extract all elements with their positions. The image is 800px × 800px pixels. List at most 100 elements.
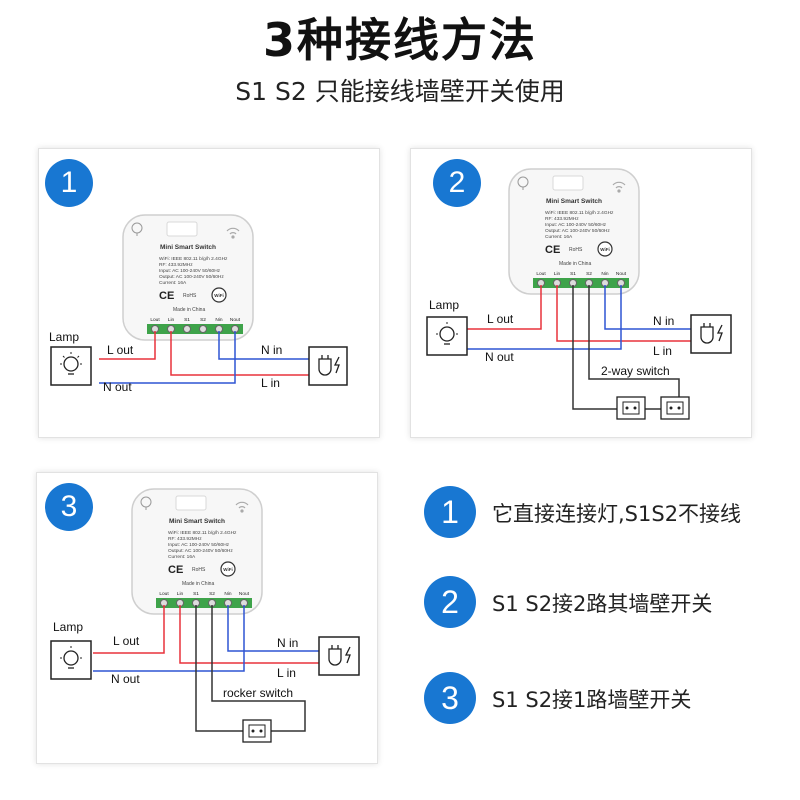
switch-label: 2-way switch xyxy=(601,364,670,378)
terminal-label-nout: Nout xyxy=(616,271,627,277)
rohs-mark: RoHS xyxy=(192,567,206,573)
wire-n-out xyxy=(467,285,622,350)
terminal-label-nout: Nout xyxy=(230,317,241,323)
wire-n-out xyxy=(93,605,245,672)
l-in-label: L in xyxy=(277,666,296,680)
wifi-badge-icon xyxy=(597,241,613,257)
lamp-icon xyxy=(50,346,92,386)
terminal-label-s2: S2 xyxy=(209,591,215,597)
rocker-switch-icon xyxy=(242,719,272,743)
spec-line-3: Input: AC 100-240V 50/60Hz xyxy=(545,222,607,228)
wifi-badge-label: WiFi xyxy=(600,247,609,252)
terminal-label-lout: Lout xyxy=(150,317,160,323)
spec-line-5: Current: 16A xyxy=(168,554,196,560)
page-subtitle: S1 S2 只能接线墙壁开关使用 xyxy=(235,77,565,106)
bulb-small-icon xyxy=(131,222,143,236)
diagram-number-badge: 1 xyxy=(45,159,93,207)
wire-s1 xyxy=(195,605,243,732)
wire-s2 xyxy=(211,605,306,732)
ce-mark: CE xyxy=(168,564,183,576)
wifi-signal-icon xyxy=(612,181,626,193)
rohs-mark: RoHS xyxy=(569,247,583,253)
legend-number-badge: 2 xyxy=(424,576,476,628)
spec-line-1: WiFi: IEEE 802.11 b/g/h 2.4GHz xyxy=(545,210,614,216)
terminal-label-s2: S2 xyxy=(586,271,592,277)
wire-l-out xyxy=(467,285,542,330)
wiring-diagram-3: Mini Smart Switch WiFi: IEEE 802.11 b/g/… xyxy=(36,472,378,764)
legend-text: 它直接连接灯,S1S2不接线 xyxy=(492,502,742,526)
spec-line-1: WiFi: IEEE 802.11 b/g/h 2.4GHz xyxy=(159,256,228,262)
device-name: Mini Smart Switch xyxy=(160,244,216,251)
spec-line-2: RF: 433.92MHz xyxy=(159,262,193,268)
terminal-label-lin: Lin xyxy=(168,317,175,323)
wiring-svg-3: Mini Smart Switch WiFi: IEEE 802.11 b/g/… xyxy=(50,488,360,743)
wifi-badge-icon xyxy=(211,287,227,303)
power-plug-icon xyxy=(308,346,348,386)
lamp-icon xyxy=(426,316,468,356)
bulb-small-icon xyxy=(140,496,152,510)
wire-l-out xyxy=(99,331,156,360)
lamp-label: Lamp xyxy=(429,298,459,312)
wire-l-out xyxy=(93,605,165,654)
l-in-label: L in xyxy=(653,344,672,358)
n-in-label: N in xyxy=(277,636,298,650)
spec-line-3: Input: AC 100-240V 50/60Hz xyxy=(168,542,230,548)
spec-line-2: RF: 433.92MHz xyxy=(168,536,202,542)
l-out-label: L out xyxy=(113,634,140,648)
wires xyxy=(467,285,691,410)
wire-n-in xyxy=(604,285,691,330)
made-in: Made in China xyxy=(182,581,214,587)
wifi-badge-icon xyxy=(220,561,236,577)
wiring-diagram-2: Mini Smart Switch WiFi: IEEE 802.11 b/g/… xyxy=(410,148,752,438)
l-out-label: L out xyxy=(487,312,514,326)
smart-switch-module: Mini Smart Switch WiFi: IEEE 802.11 b/g/… xyxy=(122,214,254,341)
device-name: Mini Smart Switch xyxy=(169,518,225,525)
wifi-badge-label: WiFi xyxy=(214,293,223,298)
legend-text: S1 S2接2路其墙壁开关 xyxy=(492,592,713,616)
legend-item-3: 3 S1 S2接1路墙壁开关 xyxy=(424,672,794,724)
lamp-label: Lamp xyxy=(49,330,79,344)
terminal-label-s1: S1 xyxy=(193,591,199,597)
wifi-badge-label: WiFi xyxy=(223,567,232,572)
smart-switch-module: Mini Smart Switch WiFi: IEEE 802.11 b/g/… xyxy=(508,168,640,295)
power-plug-icon xyxy=(690,314,732,354)
wiring-diagram-1: Mini Smart Switch WiFi: IEEE 802.11 b/g/… xyxy=(38,148,380,438)
terminal-label-nout: Nout xyxy=(239,591,250,597)
terminal-label-s1: S1 xyxy=(570,271,576,277)
l-in-label: L in xyxy=(261,376,280,390)
wire-l-in xyxy=(179,605,319,664)
n-out-label: N out xyxy=(485,350,514,364)
terminal-label-lout: Lout xyxy=(159,591,169,597)
spec-line-5: Current: 16A xyxy=(545,234,573,240)
wire-s2 xyxy=(588,285,680,397)
page-title: 3种接线方法 xyxy=(262,13,537,67)
wire-l-in xyxy=(170,331,309,376)
terminal-label-lin: Lin xyxy=(554,271,561,277)
terminal-label-s1: S1 xyxy=(184,317,190,323)
wiring-svg-1: Mini Smart Switch WiFi: IEEE 802.11 b/g/… xyxy=(49,214,348,394)
wire-n-out xyxy=(99,331,236,384)
legend-number-badge: 3 xyxy=(424,672,476,724)
wiring-svg-2: Mini Smart Switch WiFi: IEEE 802.11 b/g/… xyxy=(426,168,732,420)
switch-label: rocker switch xyxy=(223,686,293,700)
terminal-label-lout: Lout xyxy=(536,271,546,277)
n-out-label: N out xyxy=(103,380,132,394)
terminal-block xyxy=(533,278,629,288)
wire-l-in xyxy=(556,285,691,342)
wifi-signal-icon xyxy=(226,227,240,239)
terminal-label-nin: Nin xyxy=(224,591,232,597)
n-in-label: N in xyxy=(261,343,282,357)
spec-line-4: Output: AC 100-240V 50/60Hz xyxy=(159,274,224,280)
lamp-icon xyxy=(50,640,92,680)
device-name: Mini Smart Switch xyxy=(546,198,602,205)
ce-mark: CE xyxy=(545,244,560,256)
smart-switch-module: Mini Smart Switch WiFi: IEEE 802.11 b/g/… xyxy=(131,488,263,615)
legend-item-2: 2 S1 S2接2路其墙壁开关 xyxy=(424,576,794,628)
diagram-number-badge: 2 xyxy=(433,159,481,207)
wires xyxy=(93,605,319,732)
spec-line-3: Input: AC 100-240V 50/60Hz xyxy=(159,268,221,274)
wire-n-in xyxy=(227,605,319,652)
l-out-label: L out xyxy=(107,343,134,357)
made-in: Made in China xyxy=(173,307,205,313)
terminal-label-nin: Nin xyxy=(601,271,609,277)
